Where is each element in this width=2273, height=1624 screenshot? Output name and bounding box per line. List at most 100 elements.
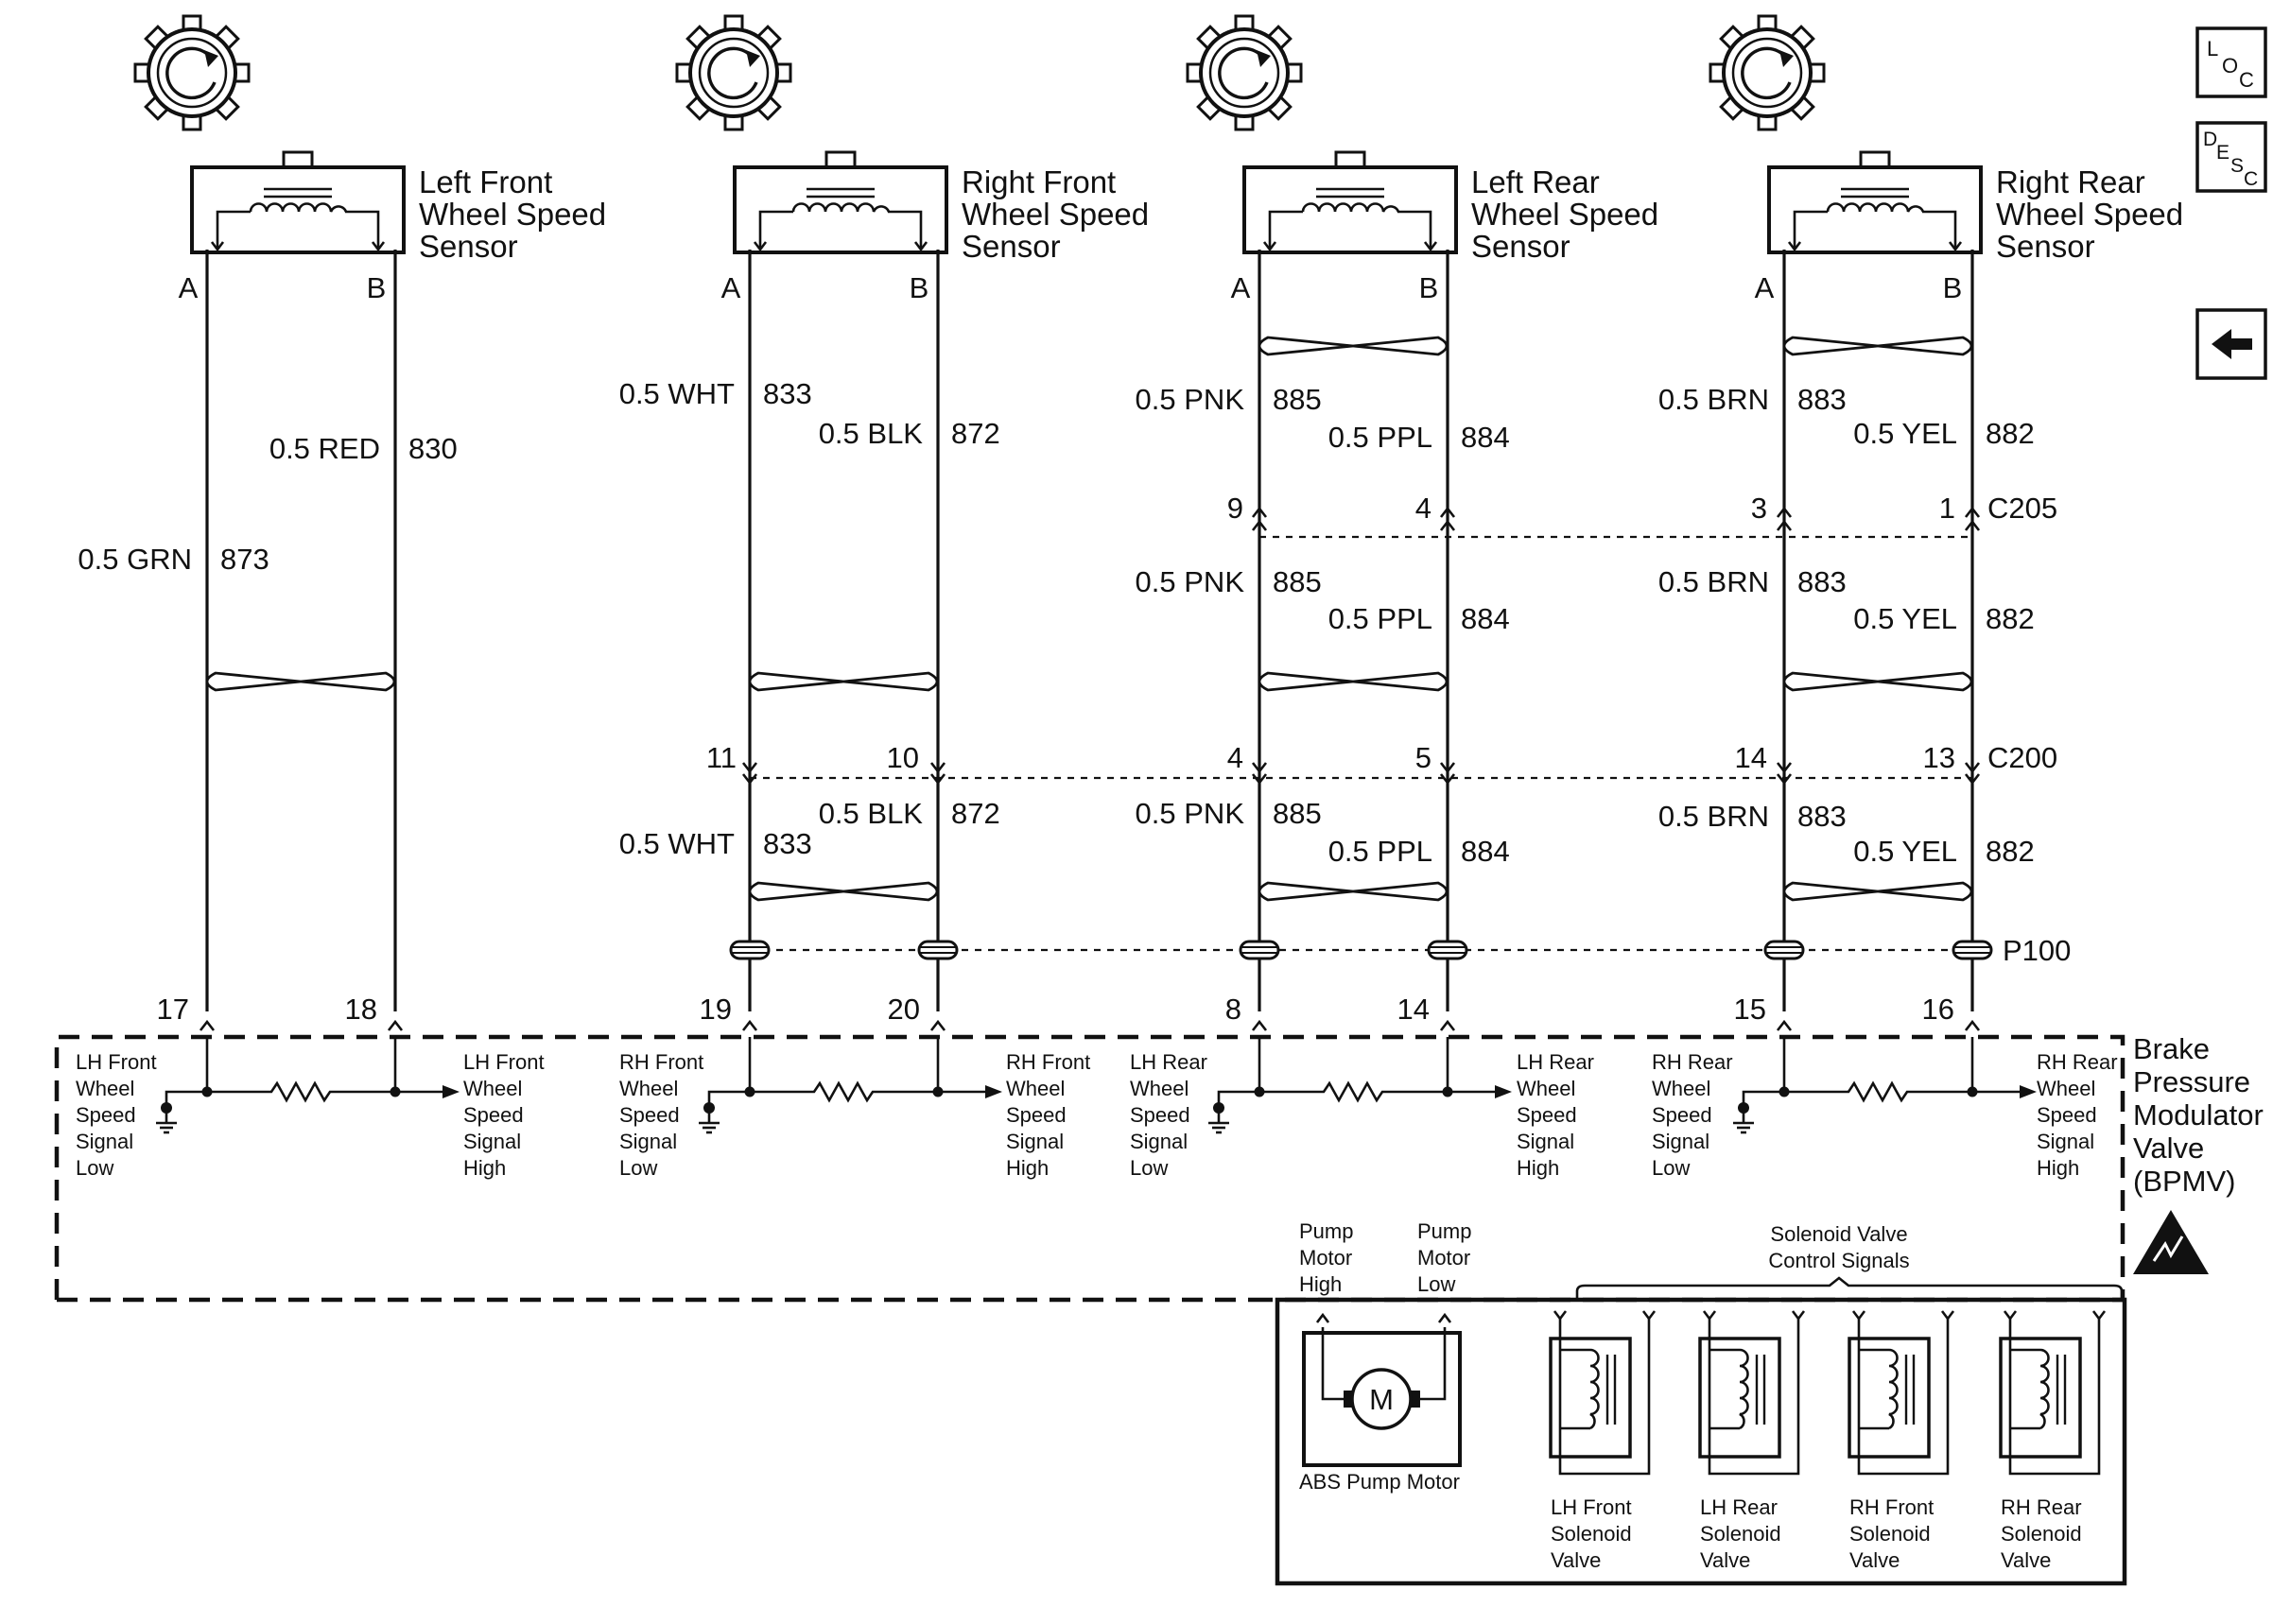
signal-label: High (1517, 1156, 1559, 1180)
signal-label: Speed (1517, 1103, 1577, 1127)
signal-label: Speed (1006, 1103, 1067, 1127)
wire-circuit: 885 (1273, 797, 1322, 830)
module-name: Brake (2133, 1032, 2210, 1065)
signal-label: Low (1652, 1156, 1690, 1180)
signal-label: Wheel (463, 1077, 522, 1100)
signal-label: Signal (1130, 1130, 1188, 1153)
signal-label: Low (1130, 1156, 1168, 1180)
sensor-label: Wheel Speed (419, 197, 606, 232)
signal-label: RH Rear (1652, 1050, 1733, 1074)
pump-label: Pump (1299, 1219, 1353, 1243)
wire-circuit: 883 (1797, 565, 1847, 598)
solenoid-label: LH Front (1551, 1495, 1632, 1519)
wire-circuit: 883 (1797, 383, 1847, 416)
connector-pin: 9 (1227, 492, 1243, 525)
signal-label: Wheel (1652, 1077, 1710, 1100)
lh-rear-solenoid (1698, 1309, 1806, 1476)
solenoid-valves (1549, 1309, 2107, 1476)
signal-label: Wheel (1006, 1077, 1065, 1100)
wire-circuit: 884 (1461, 602, 1510, 635)
signal-label: Wheel (619, 1077, 678, 1100)
pin-letter: A (1231, 271, 1251, 304)
signal-label: Speed (2037, 1103, 2097, 1127)
wire-circuit: 885 (1273, 383, 1322, 416)
sensor-label: Right Front (962, 164, 1116, 199)
connector-pin: 5 (1415, 741, 1431, 774)
signal-label: RH Front (1006, 1050, 1090, 1074)
solenoid-label: Solenoid (1849, 1522, 1931, 1546)
bpmv-pin: 8 (1225, 993, 1241, 1026)
signal-label: Signal (1652, 1130, 1709, 1153)
signal-label: LH Rear (1517, 1050, 1594, 1074)
loc-letter: C (2239, 68, 2254, 92)
loc-letter: L (2207, 37, 2218, 60)
signal-circuits (154, 1037, 2037, 1134)
wire-color: 0.5 PPL (1328, 835, 1432, 868)
solenoid-label: Valve (2001, 1548, 2051, 1572)
pump-label: Pump (1417, 1219, 1471, 1243)
signal-label: Speed (619, 1103, 680, 1127)
desc-letter: D (2203, 129, 2217, 150)
sensor-labels: Left Front Wheel Speed Sensor Right Fron… (419, 164, 2183, 264)
signal-label: Wheel (76, 1077, 134, 1100)
module-name: (BPMV) (2133, 1165, 2236, 1198)
bpmv-pin: 14 (1397, 993, 1430, 1026)
solenoid-label: Valve (1700, 1548, 1750, 1572)
bpmv-pin: 15 (1734, 993, 1766, 1026)
signal-label: Signal (2037, 1130, 2094, 1153)
sensor-label: Sensor (419, 229, 518, 264)
rh-rear-solenoid (1999, 1309, 2107, 1476)
signal-label: High (1006, 1156, 1049, 1180)
signal-label: Wheel (1517, 1077, 1575, 1100)
esd-warning-icon (2133, 1210, 2209, 1274)
solenoid-label: Solenoid (1551, 1522, 1632, 1546)
connector-pin: 4 (1415, 492, 1431, 525)
pin-letter: B (367, 271, 387, 304)
solenoid-group-label: Solenoid Valve (1770, 1222, 1907, 1246)
wire-color: 0.5 GRN (78, 543, 192, 576)
wire-color: 0.5 YEL (1853, 835, 1957, 868)
solenoid-label: Solenoid (1700, 1522, 1781, 1546)
signal-label: LH Front (463, 1050, 545, 1074)
pin-letter: A (179, 271, 199, 304)
sensor-label: Right Rear (1996, 164, 2145, 199)
connector-pin: 1 (1939, 492, 1955, 525)
sensor-label: Wheel Speed (962, 197, 1149, 232)
sensor-label: Sensor (962, 229, 1061, 264)
wire-circuit: 884 (1461, 421, 1510, 454)
bpmv-pin: 18 (345, 993, 377, 1026)
description-button[interactable]: D E S C (2195, 121, 2267, 193)
right-rear-sensor (1767, 150, 1983, 254)
splice-name: P100 (2003, 934, 2071, 967)
bpmv-pin: 19 (700, 993, 732, 1026)
abs-pump-motor: M ABS Pump Motor (1299, 1312, 1462, 1494)
wire-color: 0.5 YEL (1853, 602, 1957, 635)
solenoid-label: RH Front (1849, 1495, 1934, 1519)
pump-label: Low (1417, 1272, 1455, 1296)
wire-circuit: 833 (763, 377, 812, 410)
signal-label: Speed (76, 1103, 136, 1127)
location-button[interactable]: L O C (2195, 26, 2267, 98)
bpmv-pin: 16 (1922, 993, 1954, 1026)
wheel-rotation-icon (1685, 0, 1849, 155)
wire-labels: 0.5 GRN 873 0.5 RED 830 0.5 WHT 833 0.5 … (78, 377, 2034, 868)
signal-label: Signal (1006, 1130, 1064, 1153)
wire-color: 0.5 BRN (1658, 383, 1769, 416)
signal-label: Low (619, 1156, 657, 1180)
pin-letter: A (1755, 271, 1775, 304)
sensor-label: Left Front (419, 164, 552, 199)
connector-pin: 3 (1751, 492, 1767, 525)
right-front-sensor (733, 150, 948, 254)
sensor-label: Wheel Speed (1996, 197, 2183, 232)
back-button[interactable] (2195, 308, 2267, 380)
signal-label: High (2037, 1156, 2079, 1180)
wheel-rotation-icon (1162, 0, 1327, 155)
signal-labels: LH Front Wheel Speed Signal Low LH Front… (76, 1050, 2118, 1180)
signal-label: LH Rear (1130, 1050, 1207, 1074)
wire-color: 0.5 PPL (1328, 421, 1432, 454)
signal-label: High (463, 1156, 506, 1180)
signal-label: RH Front (619, 1050, 703, 1074)
pump-motor-label: ABS Pump Motor (1299, 1470, 1460, 1494)
connector-pin: 14 (1735, 741, 1767, 774)
